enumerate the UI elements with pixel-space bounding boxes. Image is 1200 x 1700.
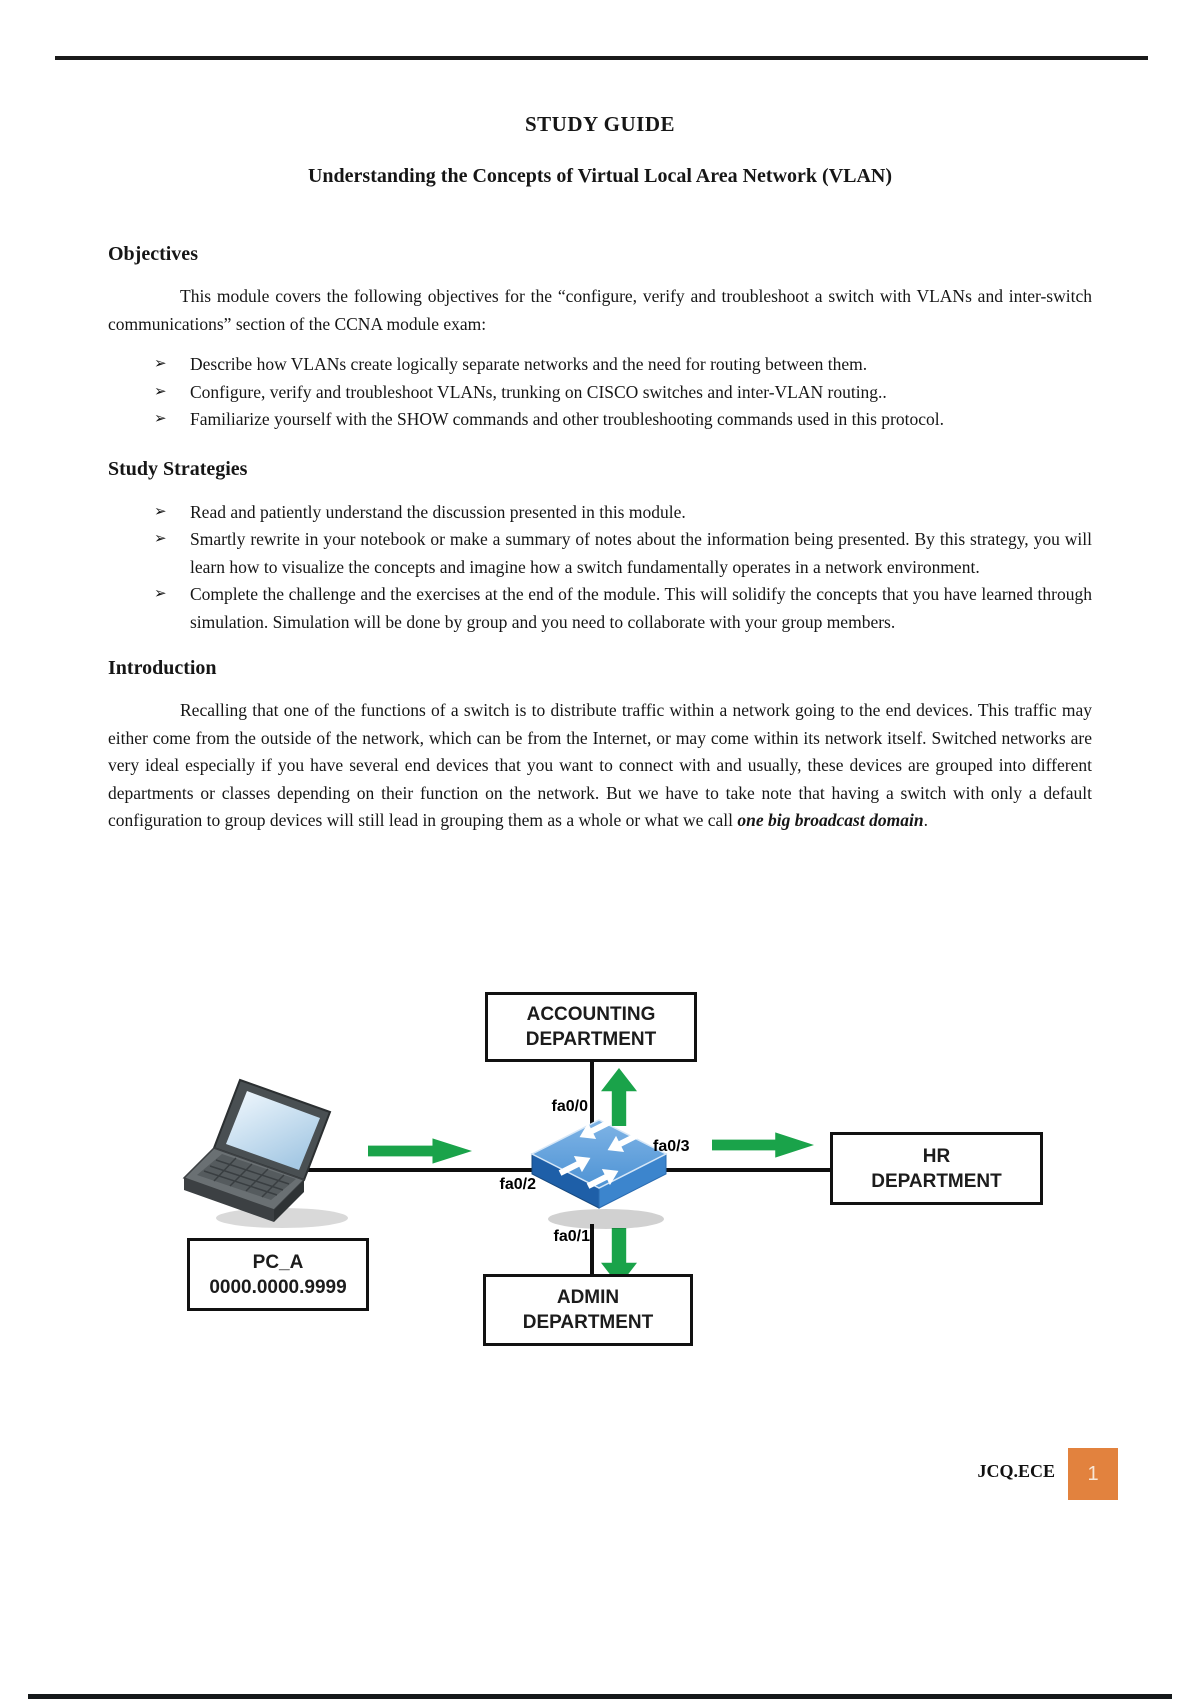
list-item: ➢ Familiarize yourself with the SHOW comm…: [108, 406, 1092, 434]
bottom-rule: [28, 1694, 1172, 1699]
box-label-line: ACCOUNTING: [526, 1004, 656, 1025]
link-switch-accounting: [590, 1056, 594, 1126]
introduction-text: Recalling that one of the functions of a…: [108, 700, 1092, 830]
traffic-arrow-right-pc-icon: [368, 1138, 472, 1164]
hr-department-box: HR DEPARTMENT: [830, 1132, 1043, 1205]
network-switch-icon: [526, 1113, 672, 1239]
box-label-line: DEPARTMENT: [522, 1312, 654, 1333]
box-label-line: HR: [922, 1145, 951, 1167]
list-item: ➢ Complete the challenge and the exercise…: [108, 581, 1092, 636]
bullet-arrow-icon: ➢: [154, 356, 167, 372]
port-label-fa0-0: fa0/0: [551, 1098, 588, 1115]
box-label-line: ADMIN: [556, 1287, 620, 1308]
study-strategies-heading: Study Strategies: [108, 457, 248, 480]
introduction-heading: Introduction: [108, 657, 217, 679]
introduction-paragraph: Recalling that one of the functions of a…: [108, 697, 1092, 835]
top-rule: [55, 56, 1148, 60]
bullet-arrow-icon: ➢: [154, 586, 167, 602]
document-title: STUDY GUIDE: [525, 112, 675, 136]
bullet-text: Smartly rewrite in your notebook or make…: [190, 529, 1092, 577]
document-subtitle: Understanding the Concepts of Virtual Lo…: [307, 165, 893, 187]
bullet-text: Describe how VLANs create logically sepa…: [190, 354, 868, 374]
pc-mac-address: 0000.0000.9999: [209, 1276, 347, 1298]
page-number: 1: [1087, 1462, 1099, 1485]
port-label-fa0-3: fa0/3: [653, 1138, 690, 1155]
text-column: STUDY GUIDE Understanding the Concepts o…: [108, 0, 1092, 835]
bullet-text: Complete the challenge and the exercises…: [190, 584, 1092, 632]
introduction-emphasis: one big broadcast domain: [737, 810, 924, 830]
laptop-pc-icon: [178, 1078, 360, 1239]
admin-department-box: ADMIN DEPARTMENT: [483, 1274, 693, 1346]
introduction-text-end: .: [923, 810, 928, 830]
objectives-paragraph: This module covers the following objecti…: [108, 286, 1092, 334]
study-strategies-bullet-list: ➢ Read and patiently understand the discu…: [108, 499, 1092, 637]
pc-name: PC_A: [252, 1251, 304, 1273]
link-switch-admin: [590, 1224, 594, 1276]
bullet-arrow-icon: ➢: [154, 531, 167, 547]
objectives-heading: Objectives: [108, 243, 198, 265]
port-label-fa0-2: fa0/2: [499, 1176, 536, 1193]
objectives-bullet-list: ➢ Describe how VLANs create logically sep…: [108, 351, 1092, 434]
list-item: ➢ Read and patiently understand the discu…: [108, 499, 1092, 527]
list-item: ➢ Configure, verify and troubleshoot VLAN…: [108, 379, 1092, 407]
traffic-arrow-right-hr-icon: [712, 1132, 814, 1158]
bullet-arrow-icon: ➢: [154, 411, 167, 427]
box-label-line: DEPARTMENT: [871, 1170, 1002, 1192]
bullet-text: Familiarize yourself with the SHOW comma…: [190, 409, 944, 429]
bullet-text: Read and patiently understand the discus…: [190, 501, 686, 522]
footer-author-code: JCQ.ECE: [977, 1461, 1055, 1481]
port-label-fa0-1: fa0/1: [553, 1228, 590, 1245]
page-number-badge: 1: [1068, 1448, 1118, 1500]
bullet-arrow-icon: ➢: [154, 383, 167, 400]
bullet-text: Configure, verify and troubleshoot VLANs…: [190, 381, 887, 402]
box-label-line: DEPARTMENT: [525, 1029, 657, 1050]
bullet-arrow-icon: ➢: [154, 503, 167, 520]
accounting-department-box: ACCOUNTING DEPARTMENT: [485, 992, 697, 1062]
pc-a-label-box: PC_A 0000.0000.9999: [187, 1238, 369, 1311]
list-item: ➢ Describe how VLANs create logically sep…: [108, 351, 1092, 379]
list-item: ➢ Smartly rewrite in your notebook or mak…: [108, 526, 1092, 581]
